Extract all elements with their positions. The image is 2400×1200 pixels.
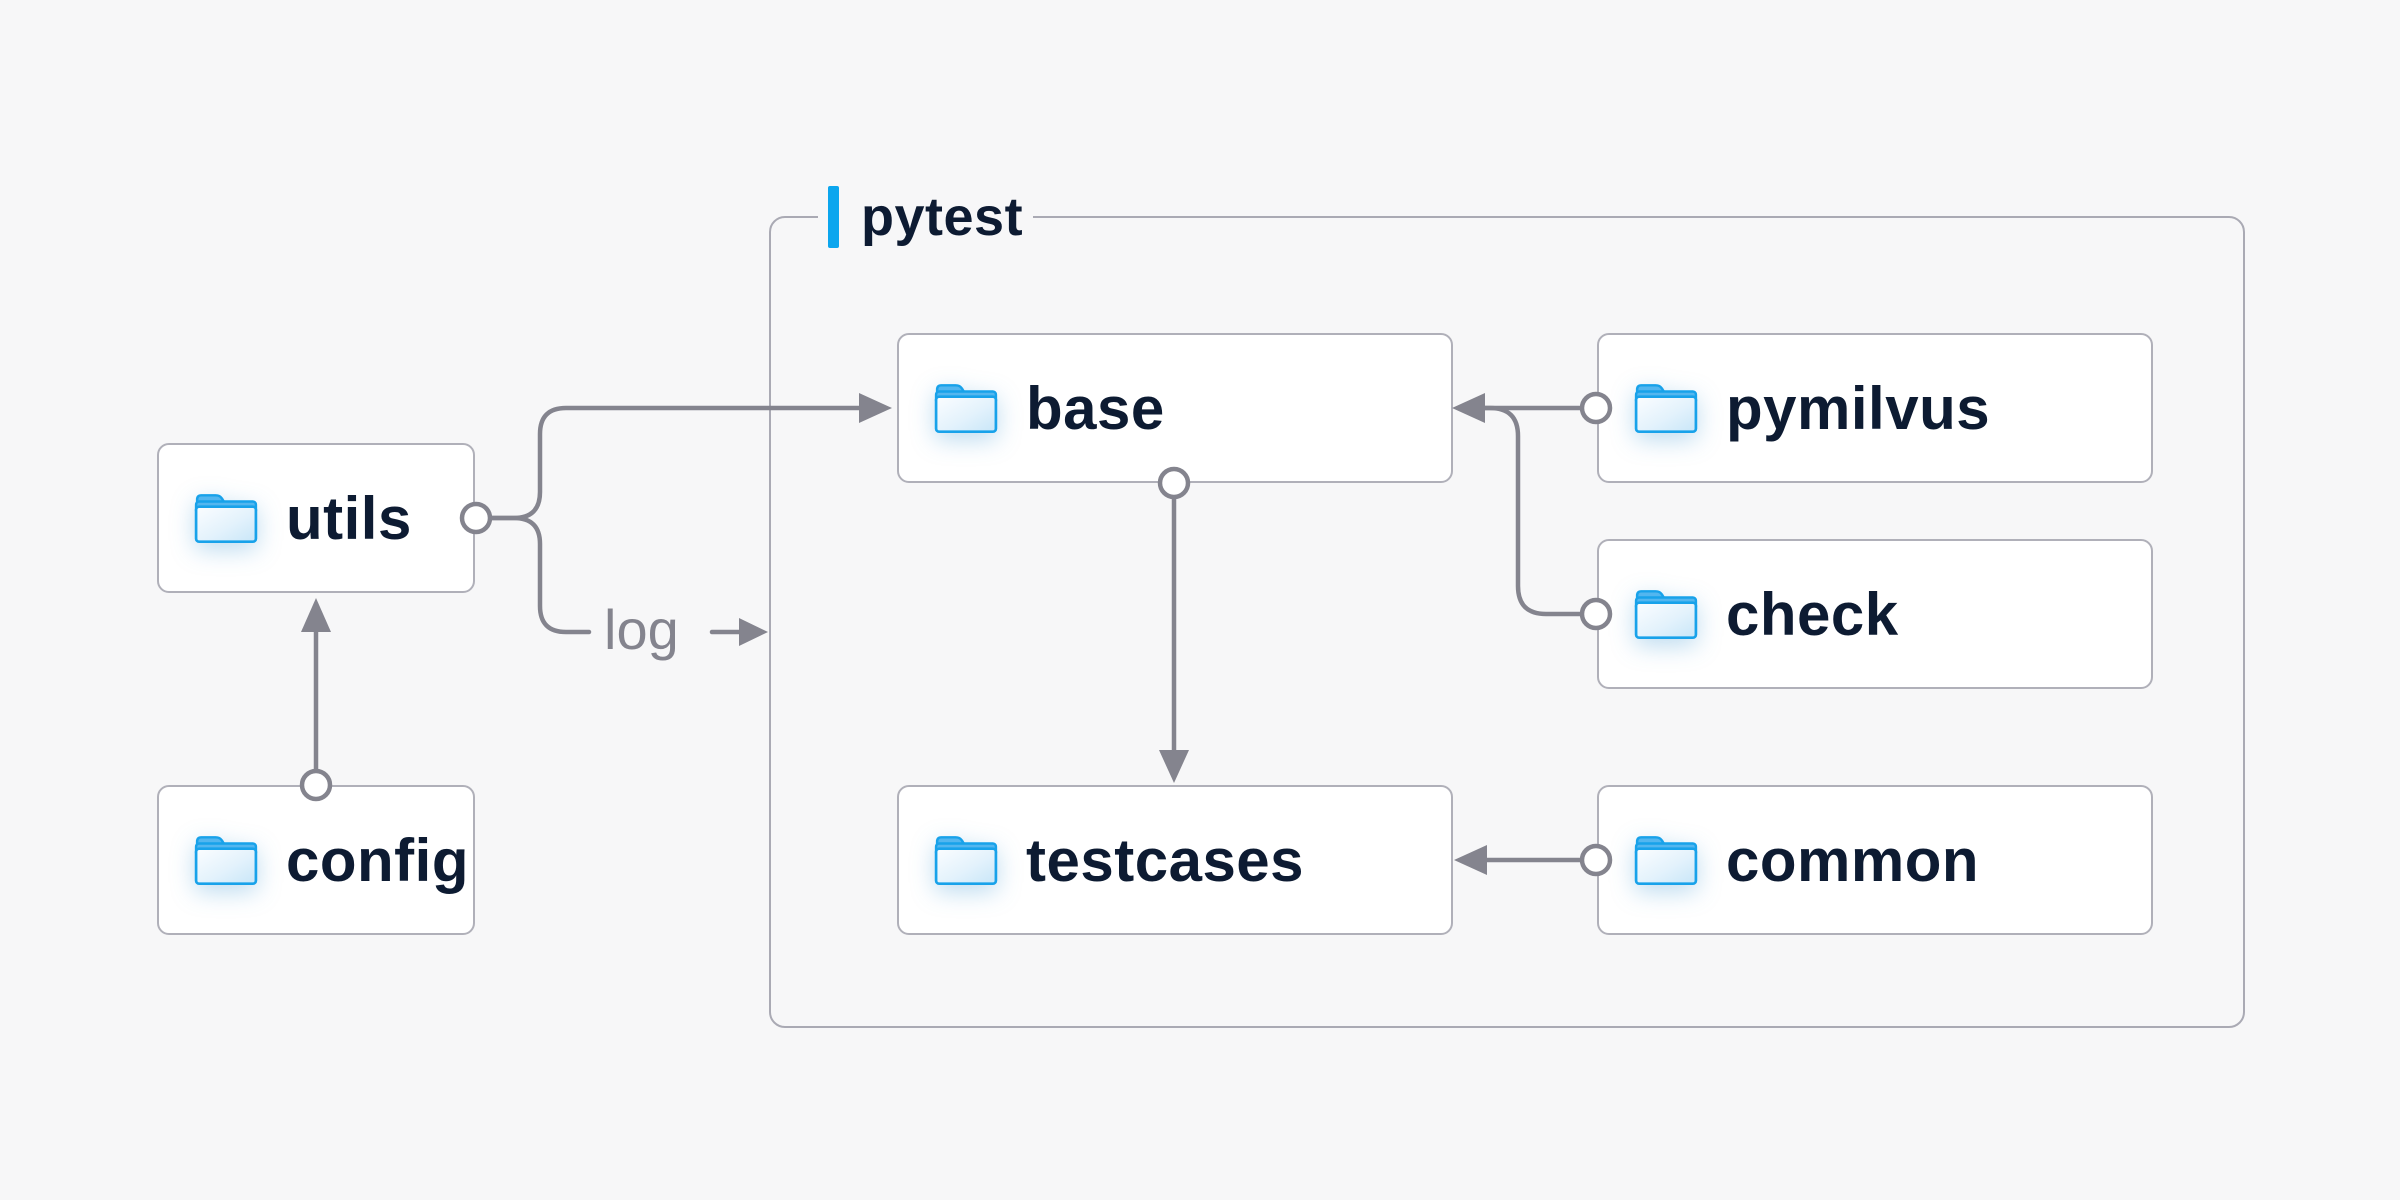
node-label: utils xyxy=(286,484,412,552)
pytest-group-label: pytest xyxy=(818,185,1034,249)
folder-icon xyxy=(933,381,999,435)
node-label: check xyxy=(1726,580,1899,648)
folder-icon xyxy=(193,491,259,545)
node-base: base xyxy=(897,333,1453,483)
folder-icon xyxy=(1633,587,1699,641)
node-label: pymilvus xyxy=(1726,374,1991,442)
node-check: check xyxy=(1597,539,2153,689)
node-label: config xyxy=(286,826,469,894)
node-pymilvus: pymilvus xyxy=(1597,333,2153,483)
node-label: common xyxy=(1726,826,1980,894)
edge-label-log: log xyxy=(604,597,679,661)
node-testcases: testcases xyxy=(897,785,1453,935)
folder-icon xyxy=(933,833,999,887)
node-utils: utils xyxy=(157,443,475,593)
node-common: common xyxy=(1597,785,2153,935)
node-config: config xyxy=(157,785,475,935)
folder-icon xyxy=(1633,833,1699,887)
node-label: base xyxy=(1026,374,1165,442)
node-label: testcases xyxy=(1026,826,1305,894)
accent-bar-icon xyxy=(828,186,839,248)
group-title: pytest xyxy=(861,187,1024,247)
folder-icon xyxy=(193,833,259,887)
edge-config-utils xyxy=(299,598,333,802)
pytest-group xyxy=(769,216,2245,1028)
folder-icon xyxy=(1633,381,1699,435)
